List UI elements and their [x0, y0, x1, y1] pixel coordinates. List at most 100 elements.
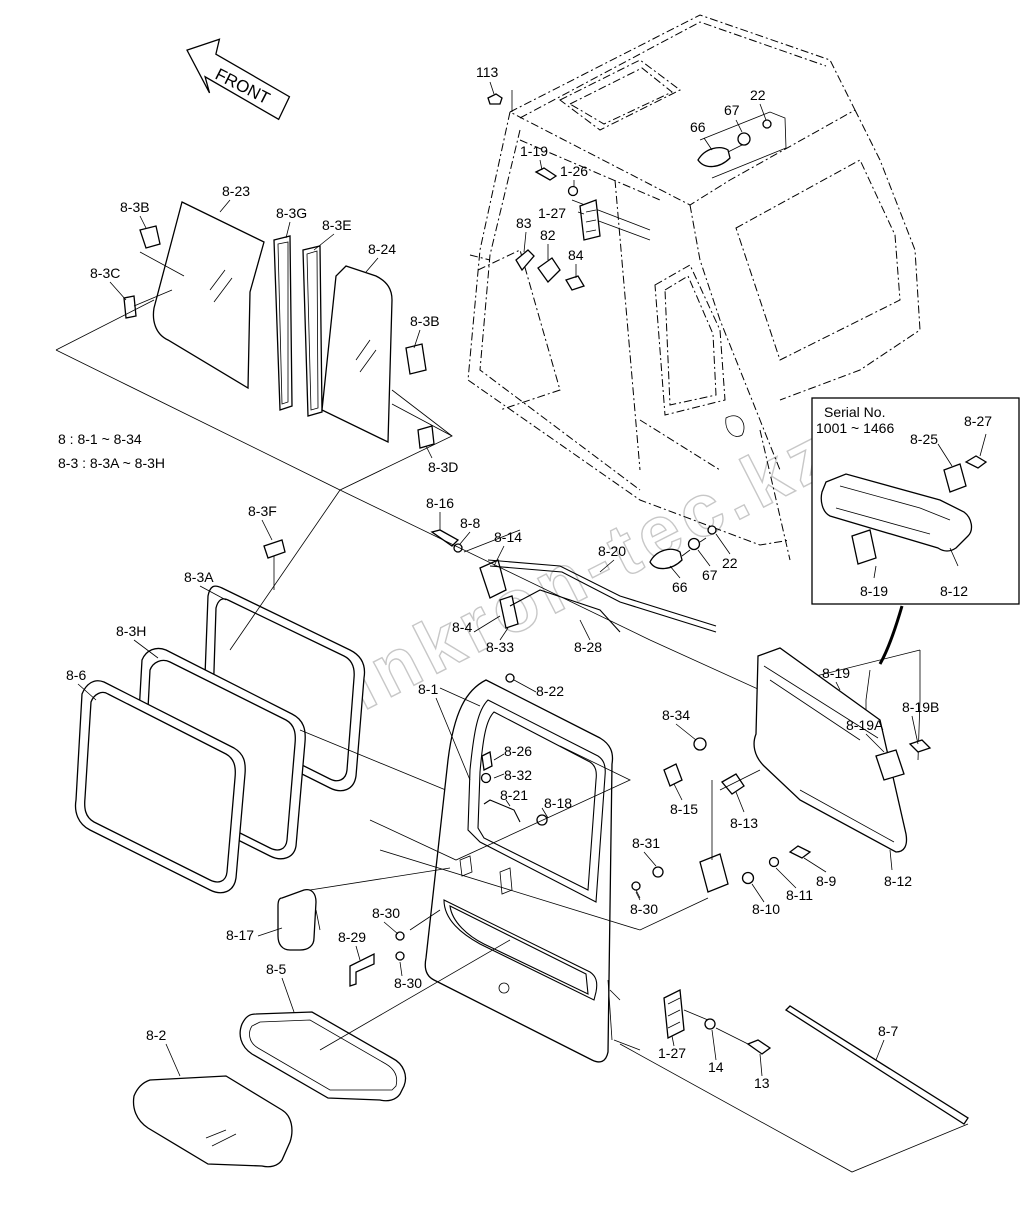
label-8-27: 8-27 [964, 413, 992, 429]
label-8-17: 8-17 [226, 927, 254, 943]
hinge-1-27b [663, 988, 685, 1040]
label-8-3F: 8-3F [248, 503, 277, 519]
label-8-24: 8-24 [368, 241, 396, 257]
strip-8-3E [302, 245, 323, 417]
pin-84 [565, 275, 585, 291]
strip-8-3G [273, 235, 293, 411]
bumper-8-34 [693, 737, 707, 751]
label-8-18: 8-18 [544, 795, 572, 811]
grommet-8-22 [505, 673, 515, 683]
latch-8-19A [875, 749, 905, 781]
bolt-8-19B [908, 739, 932, 753]
washer-14 [704, 1018, 716, 1030]
nut-8-31 [652, 866, 664, 878]
washer-8-32 [480, 772, 492, 784]
label-1-27b: 1-27 [658, 1045, 686, 1061]
label-8-5: 8-5 [266, 961, 286, 977]
label-8-6: 8-6 [66, 667, 86, 683]
striker-8-15 [663, 763, 683, 787]
label-8-23: 8-23 [222, 183, 250, 199]
label-14: 14 [708, 1059, 724, 1075]
bolt-8-16 [430, 529, 460, 547]
bracket-8-3B-b [405, 343, 427, 375]
washer-8-30c [395, 951, 405, 961]
hinge-1-27a [579, 199, 601, 241]
washer-8-10 [741, 871, 755, 885]
label-8-3E: 8-3E [322, 217, 352, 233]
label-8-20: 8-20 [598, 543, 626, 559]
label-66a: 66 [690, 119, 706, 135]
label-8-9: 8-9 [816, 873, 836, 889]
glass-8-24 [321, 265, 393, 444]
bushing-8-18 [536, 814, 548, 826]
label-8-26: 8-26 [504, 743, 532, 759]
washer-8-11 [768, 856, 780, 868]
label-1-19: 1-19 [520, 143, 548, 159]
bolt-1-19 [534, 167, 558, 181]
door-8-1 [424, 679, 614, 1063]
label-8-12: 8-12 [884, 873, 912, 889]
lock-8-19 [699, 853, 729, 893]
lock-8-19-inset [851, 529, 877, 565]
label-8-1: 8-1 [418, 681, 438, 697]
label-8-30a: 8-30 [630, 901, 658, 917]
label-8-29: 8-29 [338, 929, 366, 945]
label-22a: 22 [750, 87, 766, 103]
clip-8-3C [123, 295, 137, 319]
latch-8-25 [943, 463, 967, 493]
label-8-12-inset: 8-12 [940, 583, 968, 599]
label-113: 113 [476, 64, 499, 80]
label-8-19B: 8-19B [902, 699, 939, 715]
bolt-8-9 [788, 845, 812, 859]
legend-line2: 8-3 : 8-3A ~ 8-3H [58, 455, 165, 471]
washer-67 [737, 132, 751, 146]
label-66b: 66 [672, 579, 688, 595]
part-labels: 113 66 67 22 1-19 1-26 1-27 83 82 84 8-2… [58, 64, 992, 1091]
label-8-7: 8-7 [878, 1023, 898, 1039]
bolt-13 [746, 1039, 772, 1055]
bracket-8-14 [479, 559, 507, 599]
label-8-3G: 8-3G [276, 205, 307, 221]
glass-8-23 [152, 201, 265, 390]
label-8-14: 8-14 [494, 529, 522, 545]
label-8-10: 8-10 [752, 901, 780, 917]
rod-8-21 [483, 799, 521, 823]
label-8-3A: 8-3A [184, 569, 214, 585]
front-arrow: FRONT [186, 38, 291, 121]
label-82: 82 [540, 227, 556, 243]
label-8-32: 8-32 [504, 767, 532, 783]
washer-8-8 [453, 543, 463, 553]
plate-83 [515, 249, 535, 272]
label-8-2: 8-2 [146, 1027, 166, 1043]
label-1-27a: 1-27 [538, 205, 566, 221]
label-8-25: 8-25 [910, 431, 938, 447]
label-8-30c: 8-30 [394, 975, 422, 991]
window-seals [74, 489, 471, 894]
label-22b: 22 [722, 555, 738, 571]
glass-8-2 [132, 1075, 293, 1168]
pad-8-17 [277, 888, 317, 951]
label-83: 83 [516, 215, 532, 231]
label-67a: 67 [724, 102, 740, 118]
seal-8-5 [239, 1011, 407, 1102]
washer-1-26 [567, 185, 579, 197]
label-8-3C: 8-3C [90, 265, 120, 281]
cap-113 [487, 93, 503, 105]
serial-title: Serial No. [824, 404, 885, 420]
handle-8-29 [349, 952, 375, 987]
bracket-8-3B-a [139, 225, 161, 249]
block-8-3F [263, 539, 286, 559]
label-8-31: 8-31 [632, 835, 660, 851]
label-84: 84 [568, 247, 584, 263]
lower-parts [132, 939, 969, 1173]
clip-8-3D [417, 425, 435, 449]
serial-inset: Serial No. 1001 ~ 1466 [811, 397, 1020, 665]
label-1-26: 1-26 [560, 163, 588, 179]
nut-22-b [707, 525, 717, 535]
plate-8-12 [753, 647, 908, 853]
lamp-66 [697, 147, 731, 168]
label-8-19: 8-19 [822, 665, 850, 681]
label-8-28: 8-28 [574, 639, 602, 655]
label-8-19-inset: 8-19 [860, 583, 888, 599]
